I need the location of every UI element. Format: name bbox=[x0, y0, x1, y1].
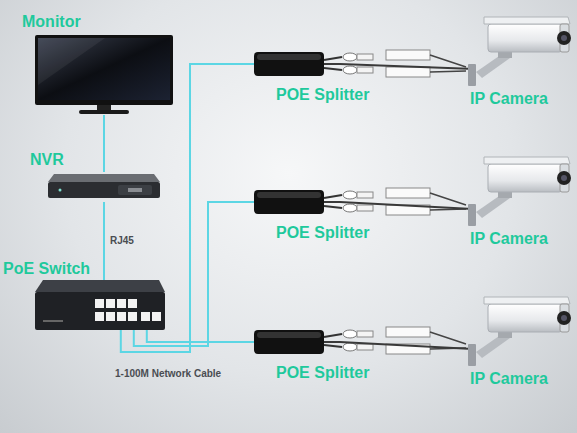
switch-illustration-part bbox=[106, 299, 115, 308]
monitor-illustration-part bbox=[35, 35, 173, 105]
device-label: POE Splitter bbox=[276, 364, 369, 382]
switch-illustration-part bbox=[95, 299, 104, 308]
camera-illustration-part bbox=[557, 31, 571, 45]
splitter-illustration-part bbox=[257, 192, 321, 198]
network-cable bbox=[324, 202, 468, 209]
plug-set-part bbox=[343, 66, 357, 74]
switch-illustration-part bbox=[35, 292, 165, 330]
device-label: POE Splitter bbox=[276, 86, 369, 104]
splitter-illustration-part bbox=[254, 190, 324, 214]
plug-set-part bbox=[357, 54, 373, 60]
nvr-illustration-part bbox=[48, 174, 160, 182]
nvr-illustration-part bbox=[118, 185, 152, 195]
plug-set-part bbox=[357, 344, 373, 350]
plug-set-part bbox=[386, 50, 430, 60]
splitter-illustration-part bbox=[257, 54, 321, 60]
plug-set-part bbox=[324, 334, 342, 347]
device-label: POE Splitter bbox=[276, 224, 369, 242]
splitter-illustration-part bbox=[254, 52, 324, 76]
camera-illustration-part bbox=[468, 344, 476, 366]
camera-illustration-part bbox=[557, 311, 571, 325]
ip-camera: IP Camera bbox=[468, 294, 570, 368]
camera-illustration-part bbox=[557, 171, 571, 185]
nvr-illustration-part bbox=[128, 188, 142, 192]
monitor-illustration-part bbox=[97, 105, 111, 110]
edge-label: RJ45 bbox=[110, 235, 134, 246]
splitter-illustration bbox=[254, 52, 324, 76]
plug-set-part bbox=[357, 67, 373, 73]
monitor-device: Monitor bbox=[35, 35, 173, 115]
network-cable bbox=[324, 64, 468, 69]
camera-illustration bbox=[468, 294, 570, 368]
plug-set-part bbox=[386, 188, 430, 198]
network-cable bbox=[147, 330, 254, 342]
splitter-illustration-part bbox=[254, 330, 324, 354]
plug-set-part bbox=[343, 204, 357, 212]
nvr-device: NVR bbox=[48, 172, 160, 202]
switch-illustration bbox=[35, 280, 165, 330]
monitor-illustration bbox=[35, 35, 173, 115]
device-label: IP Camera bbox=[470, 90, 548, 108]
plug-set-part bbox=[357, 205, 373, 211]
device-label: IP Camera bbox=[470, 230, 548, 248]
camera-illustration-part bbox=[488, 24, 562, 52]
monitor-illustration-part bbox=[38, 38, 170, 100]
switch-illustration-part bbox=[35, 280, 165, 292]
plug-set-part bbox=[343, 191, 357, 199]
splitter-illustration bbox=[254, 330, 324, 354]
camera-illustration-part bbox=[468, 204, 476, 226]
camera-illustration-part bbox=[484, 157, 570, 164]
monitor-illustration-part bbox=[79, 110, 129, 114]
camera-illustration-part bbox=[484, 297, 570, 304]
switch-illustration-part bbox=[117, 312, 126, 321]
nvr-illustration-part bbox=[48, 182, 160, 198]
plug-set-part bbox=[343, 343, 357, 351]
network-cable bbox=[103, 202, 105, 280]
plug-set-part bbox=[343, 53, 357, 61]
plug-set-part bbox=[386, 67, 430, 77]
switch-illustration-part bbox=[152, 312, 161, 321]
splitter-illustration bbox=[254, 190, 324, 214]
camera-illustration-part bbox=[561, 315, 567, 321]
plug-set-part bbox=[357, 331, 373, 337]
camera-illustration bbox=[468, 14, 570, 88]
device-label: NVR bbox=[30, 151, 64, 169]
camera-illustration-part bbox=[468, 64, 476, 86]
monitor-illustration-part bbox=[38, 38, 105, 85]
device-label: PoE Switch bbox=[3, 260, 90, 278]
switch-illustration-part bbox=[128, 299, 137, 308]
poe-splitter: POE Splitter bbox=[254, 190, 324, 214]
cable-note: 1-100M Network Cable bbox=[115, 368, 221, 379]
switch-illustration-part bbox=[117, 299, 126, 308]
splitter-illustration-part bbox=[257, 332, 321, 338]
plug-set-part bbox=[343, 330, 357, 338]
plug-set bbox=[324, 327, 466, 354]
plug-set-part bbox=[386, 327, 430, 337]
poe-splitter: POE Splitter bbox=[254, 52, 324, 76]
camera-illustration-part bbox=[488, 164, 562, 192]
device-label: IP Camera bbox=[470, 370, 548, 388]
switch-illustration-part bbox=[95, 312, 104, 321]
camera-illustration bbox=[468, 154, 570, 228]
poe-splitter: POE Splitter bbox=[254, 330, 324, 354]
switch-illustration-part bbox=[106, 312, 115, 321]
ip-camera: IP Camera bbox=[468, 14, 570, 88]
poe-switch-device: PoE Switch bbox=[35, 280, 165, 330]
network-cable bbox=[324, 342, 468, 349]
camera-illustration-part bbox=[488, 304, 562, 332]
switch-illustration-part bbox=[141, 312, 150, 321]
switch-illustration-part bbox=[128, 312, 137, 321]
network-cable bbox=[103, 115, 105, 172]
switch-illustration-part bbox=[43, 320, 63, 322]
device-label: Monitor bbox=[22, 13, 81, 31]
nvr-illustration-part bbox=[59, 189, 62, 192]
camera-illustration-part bbox=[561, 35, 567, 41]
plug-set-part bbox=[357, 192, 373, 198]
camera-illustration-part bbox=[484, 17, 570, 24]
nvr-illustration bbox=[48, 172, 160, 202]
camera-illustration-part bbox=[561, 175, 567, 181]
ip-camera: IP Camera bbox=[468, 154, 570, 228]
